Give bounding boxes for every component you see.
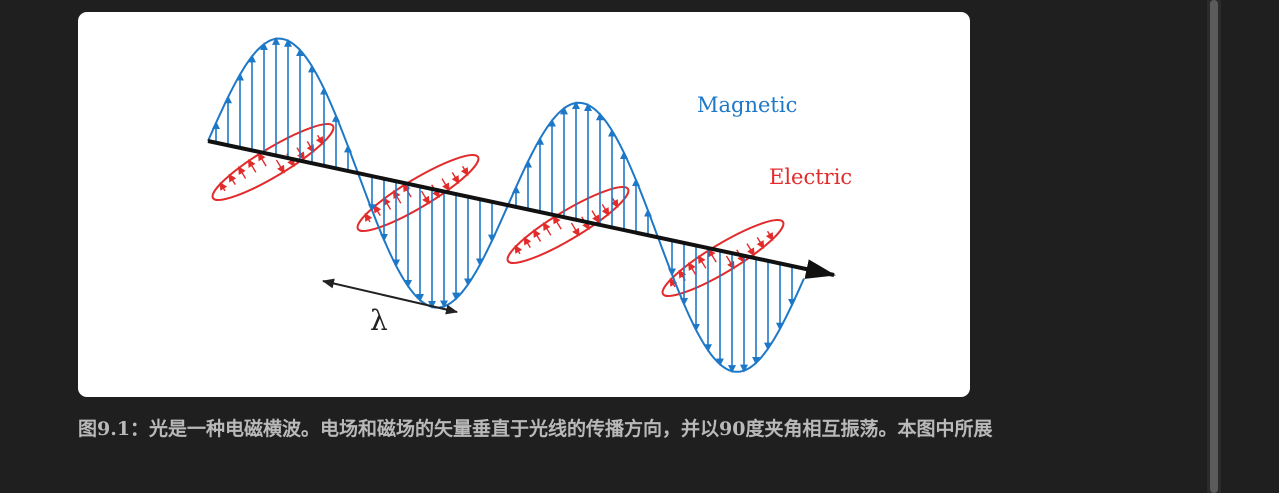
electric-field-loop bbox=[661, 219, 785, 297]
electric-label: Electric bbox=[769, 165, 852, 189]
electric-vector-arrow bbox=[383, 197, 392, 210]
electric-vector-arrow bbox=[257, 152, 267, 167]
figure-card: Magnetic Electric λ bbox=[78, 12, 970, 397]
wavelength-arrow bbox=[322, 278, 458, 315]
propagation-axis bbox=[207, 139, 836, 279]
em-wave-diagram: Magnetic Electric λ bbox=[207, 36, 852, 374]
electric-vector-arrow bbox=[669, 277, 678, 288]
electric-vector-arrow bbox=[697, 255, 707, 269]
wavelength-label: λ bbox=[370, 304, 388, 337]
electric-vector-arrow bbox=[392, 190, 402, 204]
electric-vector-arrow bbox=[364, 212, 373, 223]
electric-vector-arrow bbox=[707, 248, 717, 263]
electric-vector-arrow bbox=[601, 204, 610, 216]
electric-vector-arrow bbox=[420, 190, 430, 205]
electric-vector-arrow bbox=[765, 230, 774, 241]
electric-field-loop bbox=[506, 186, 630, 264]
electric-vector-arrow bbox=[247, 159, 257, 173]
electric-vector-arrow bbox=[373, 204, 382, 217]
electric-vector-arrow bbox=[460, 165, 469, 176]
electric-vector-arrow bbox=[275, 159, 285, 174]
electric-vector-arrow bbox=[570, 222, 580, 237]
electric-loop-outline bbox=[211, 123, 335, 201]
electric-vector-arrow bbox=[533, 229, 542, 242]
electric-loop-outline bbox=[661, 219, 785, 297]
electric-field-loop bbox=[356, 154, 480, 232]
electric-vector-arrow bbox=[523, 236, 532, 249]
electric-vector-arrow bbox=[228, 173, 237, 186]
electric-vector-arrow bbox=[441, 178, 450, 192]
electric-loop-outline bbox=[506, 186, 630, 264]
electric-loop-outline bbox=[356, 154, 480, 232]
electric-vector-arrow bbox=[451, 172, 460, 184]
electric-vector-arrow bbox=[591, 210, 600, 224]
electric-vector-arrow bbox=[552, 215, 562, 230]
electric-vector-arrow bbox=[542, 222, 552, 236]
electric-vector-arrow bbox=[746, 243, 755, 257]
electric-field-loop bbox=[211, 123, 335, 201]
electric-vector-arrow bbox=[315, 134, 324, 145]
electric-vector-arrow bbox=[514, 244, 523, 255]
electric-field-wave bbox=[211, 123, 785, 297]
magnetic-label: Magnetic bbox=[697, 93, 797, 117]
electric-vector-arrow bbox=[238, 166, 247, 179]
electric-vector-arrow bbox=[610, 197, 619, 208]
electric-vector-arrow bbox=[219, 181, 228, 192]
figure-caption: 图9.1：光是一种电磁横波。电场和磁场的矢量垂直于光线的传播方向，并以90度夹角… bbox=[78, 418, 993, 440]
scrollbar-thumb[interactable] bbox=[1210, 0, 1218, 493]
electric-vector-arrow bbox=[688, 262, 697, 275]
electric-vector-arrow bbox=[756, 237, 765, 249]
